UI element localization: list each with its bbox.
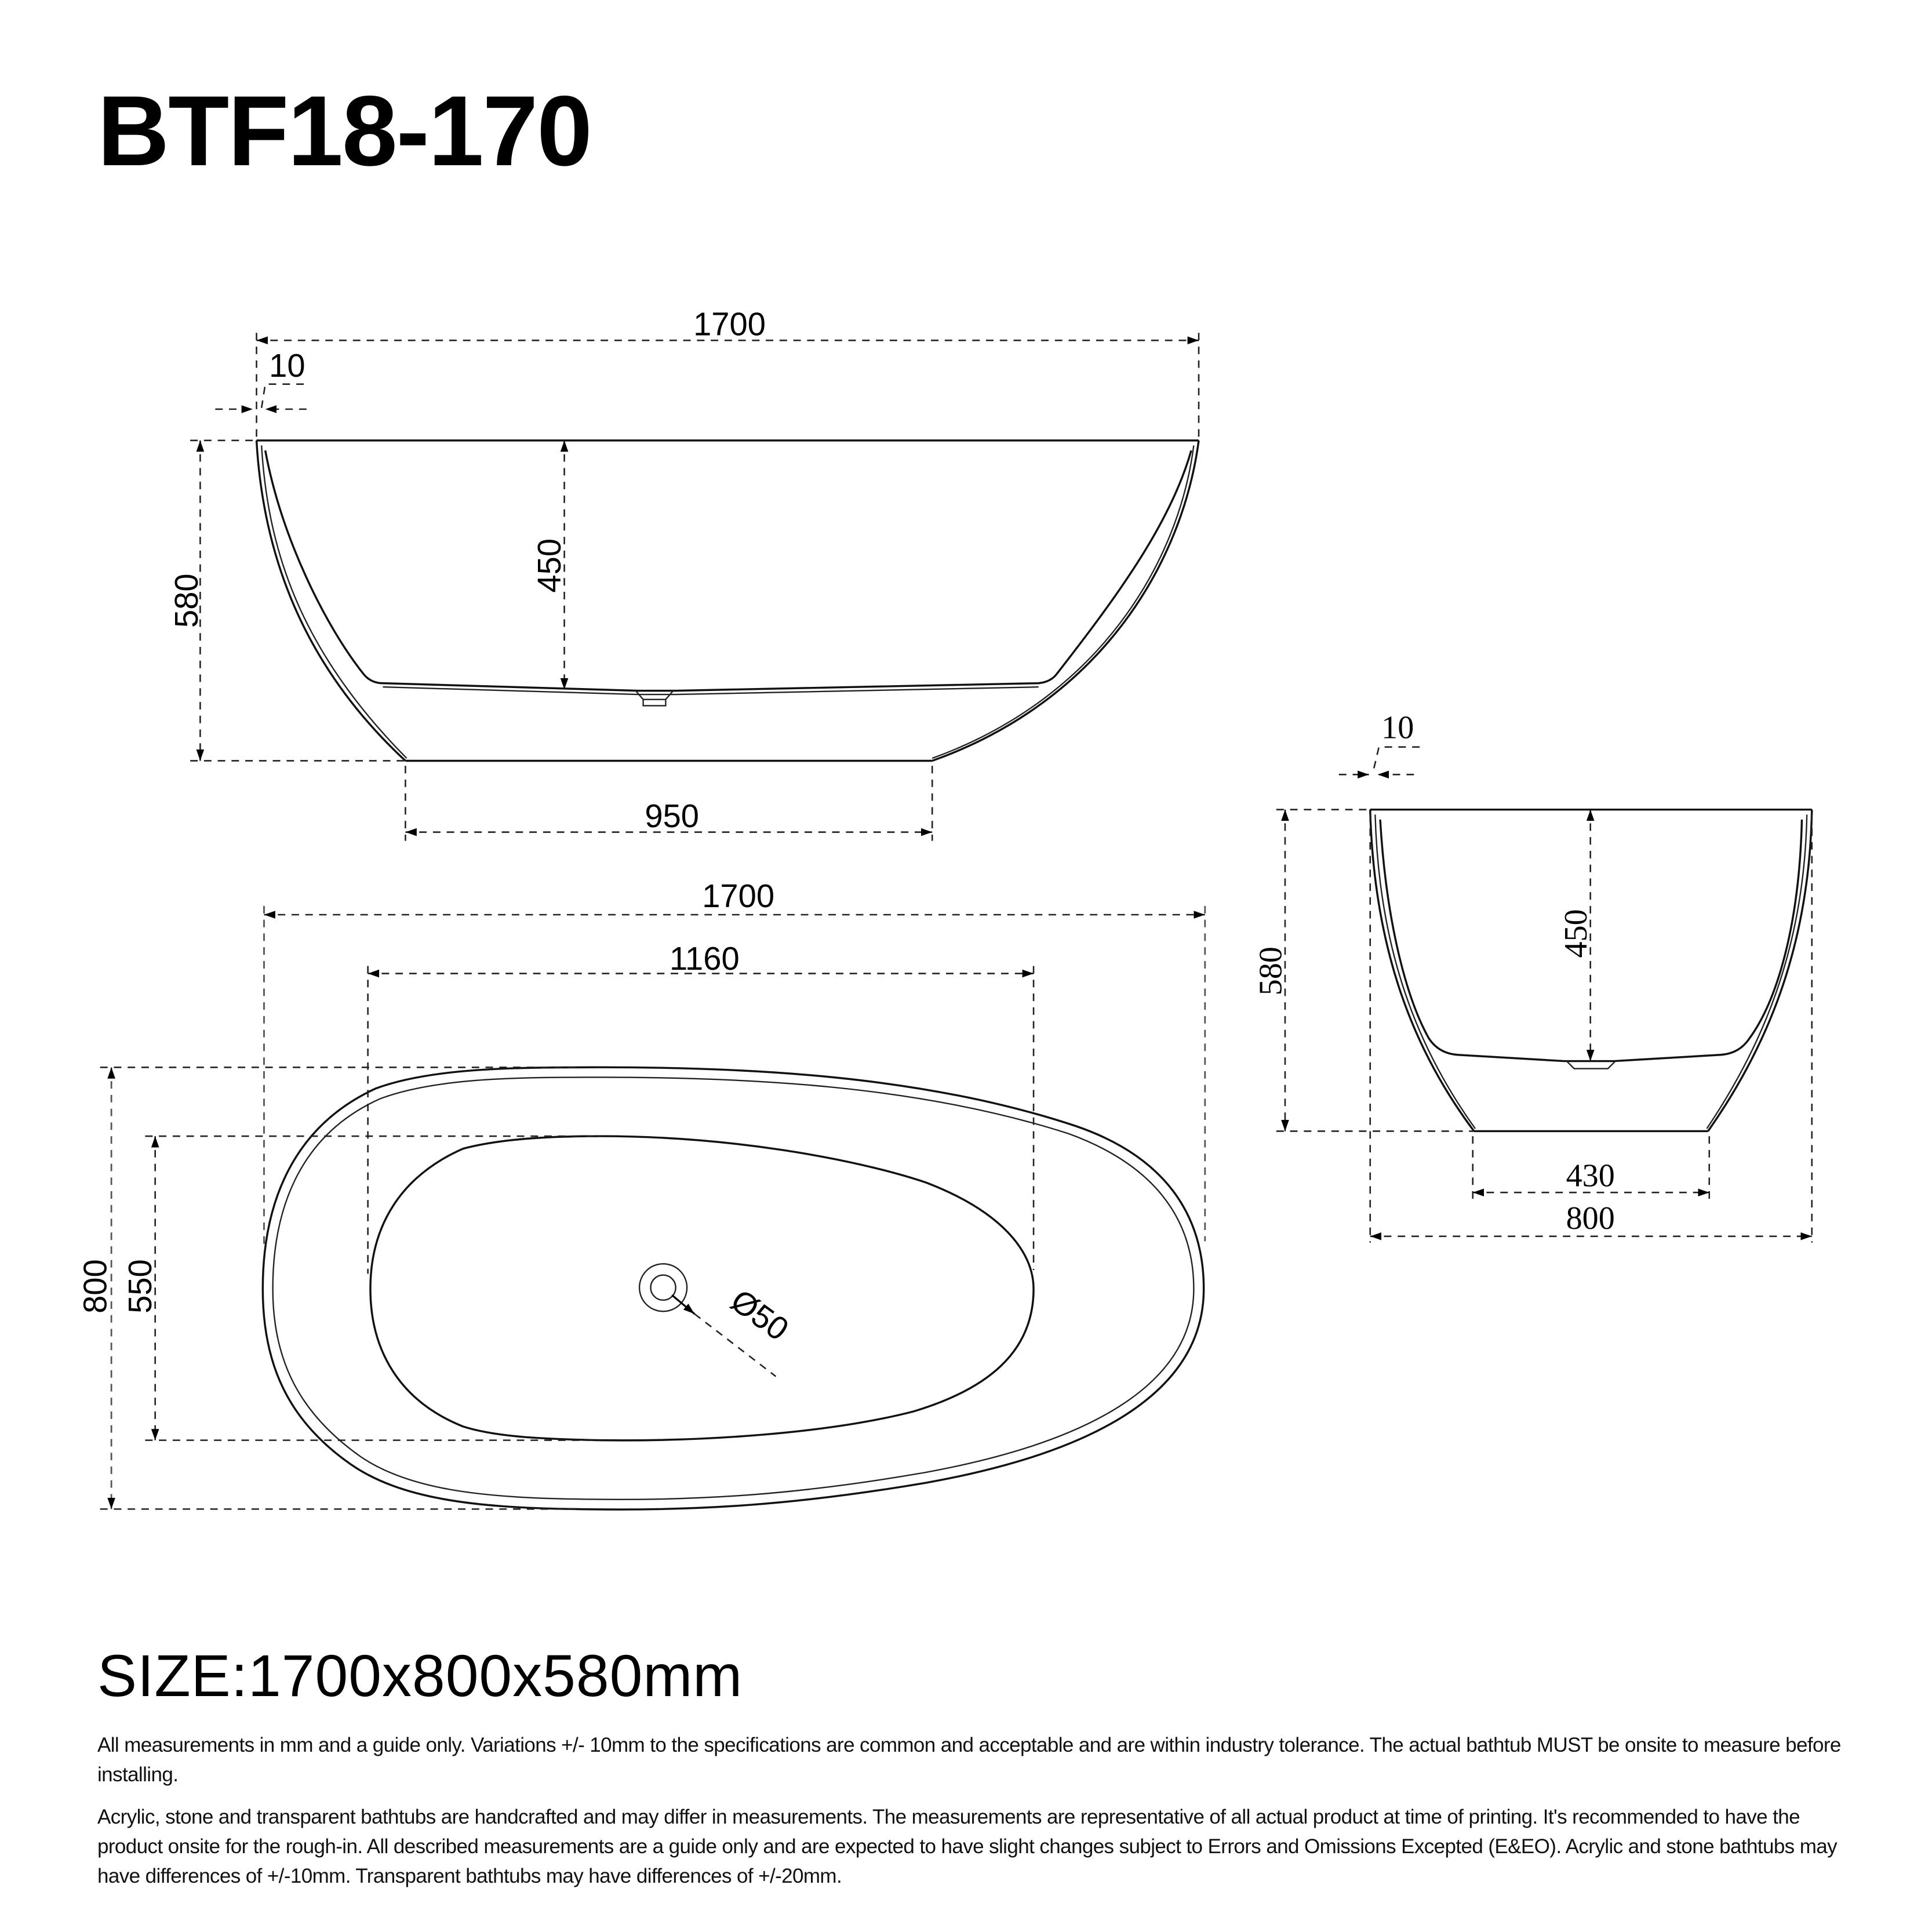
end-depth-label: 450 — [1558, 909, 1594, 958]
end-elevation-view: 10 580 450 430 800 — [1253, 710, 1813, 1243]
drain-outer-ring — [638, 1263, 688, 1312]
side-length-label: 1700 — [693, 306, 766, 343]
side-rim-label: 10 — [269, 347, 305, 384]
end-rim-label: 10 — [1381, 710, 1414, 746]
end-outer-right-wall — [1707, 809, 1813, 1132]
plan-length-label: 1700 — [702, 878, 774, 914]
side-base-label: 950 — [645, 798, 699, 834]
disclaimer-paragraph: Acrylic, stone and transparent bathtubs … — [97, 1806, 1838, 1887]
model-title: BTF18-170 — [97, 75, 592, 187]
drain-outlet — [635, 690, 674, 707]
outer-rim — [261, 1066, 1205, 1511]
side-height-label: 580 — [168, 573, 205, 628]
outer-right-wall — [932, 440, 1200, 762]
disclaimer-notes: All measurements in mm and a guide only.… — [97, 1730, 1842, 1904]
plan-inner-length-label: 1160 — [670, 940, 740, 977]
end-outer-left-wall — [1369, 809, 1475, 1132]
end-inner-basin — [1379, 819, 1803, 1063]
outer-left-wall — [255, 440, 406, 762]
inner-basin-outline — [369, 1135, 1035, 1442]
drain-diameter-label: Ø50 — [725, 1282, 796, 1347]
size-title: SIZE:1700x800x580mm — [97, 1643, 743, 1709]
plan-view: Ø50 1700 1160 800 550 — [77, 878, 1206, 1511]
side-elevation-view: 1700 10 580 450 950 — [168, 306, 1200, 841]
end-width-label: 800 — [1566, 1200, 1615, 1236]
side-depth-label: 450 — [531, 539, 567, 593]
plan-width-label: 800 — [77, 1259, 113, 1314]
disclaimer-paragraph: All measurements in mm and a guide only.… — [97, 1734, 1841, 1786]
inner-basin — [264, 450, 1192, 692]
end-base-label: 430 — [1566, 1158, 1615, 1194]
drain-inner-ring — [650, 1274, 676, 1301]
plan-inner-width-label: 550 — [122, 1259, 158, 1314]
end-height-label: 580 — [1253, 947, 1289, 995]
end-drain-outlet — [1566, 1060, 1616, 1069]
